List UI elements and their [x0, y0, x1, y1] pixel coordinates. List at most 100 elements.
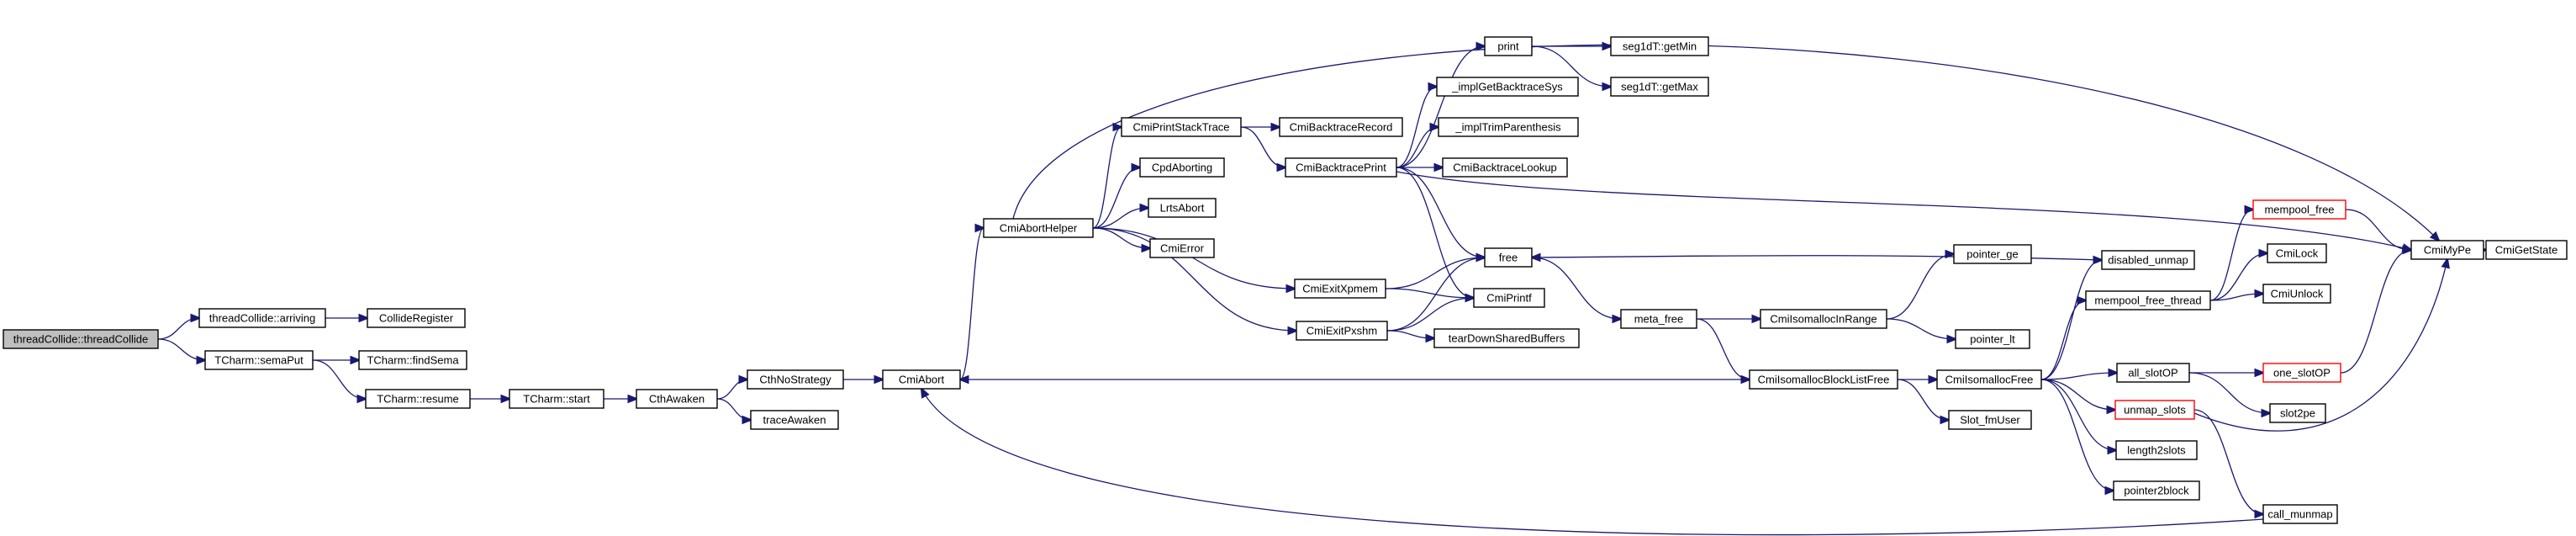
node-box [204, 350, 314, 370]
edge-threadCollide-to-arriving [157, 318, 199, 340]
node-Slot_fmUser[interactable]: Slot_fmUser [1948, 410, 2032, 430]
node-label: free [1499, 252, 1518, 264]
node-box [2262, 504, 2338, 524]
edge-CmiIsomallocFree-to-mempool_free_thread [2040, 300, 2086, 380]
edge-CmiIsomallocFree-to-all_slotOP [2040, 373, 2117, 380]
node-box [2101, 250, 2195, 270]
edge-CmiExitXpmem-to-CmiPrintf [1385, 288, 1474, 298]
node-CmiIsomallocBlockListFree[interactable]: CmiIsomallocBlockListFree [1749, 369, 1898, 390]
node-free[interactable]: free [1484, 247, 1533, 268]
node-CmiAbortHelper[interactable]: CmiAbortHelper [983, 218, 1094, 238]
node-CmiBacktracePrint[interactable]: CmiBacktracePrint [1285, 157, 1397, 178]
node-box [1610, 77, 1709, 97]
edge-CmiAbort-to-CmiAbortHelper [959, 228, 984, 380]
edge-CmiExitPxshm-to-CmiPrintf [1386, 298, 1474, 332]
edge-CmiBacktracePrint-to-print [1396, 46, 1485, 168]
node-CmiPrintStackTrace[interactable]: CmiPrintStackTrace [1121, 117, 1242, 137]
node-box [1955, 329, 2030, 349]
node-label: tearDownSharedBuffers [1449, 332, 1565, 345]
node-mempool_free[interactable]: mempool_free [2252, 199, 2346, 220]
node-LrtsAbort[interactable]: LrtsAbort [1148, 198, 1217, 218]
node-pointer_lt[interactable]: pointer_lt [1955, 329, 2030, 349]
node-CmiError[interactable]: CmiError [1149, 238, 1215, 258]
edge-CmiAbortHelper-to-LrtsAbort [1092, 208, 1148, 229]
node-box [2085, 290, 2211, 310]
node-pointer_ge[interactable]: pointer_ge [1953, 244, 2032, 264]
node-threadCollide[interactable]: threadCollide::threadCollide [3, 329, 159, 349]
node-box [2113, 480, 2200, 501]
edge-CmiIsomallocInRange-to-pointer_lt [1886, 318, 1956, 339]
node-CmiMyPe[interactable]: CmiMyPe [2410, 240, 2484, 260]
node-box [747, 369, 844, 390]
node-one_slotOP[interactable]: one_slotOP [2262, 363, 2341, 383]
node-getMax[interactable]: seg1dT::getMax [1610, 77, 1709, 97]
node-unmap_slots[interactable]: unmap_slots [2114, 400, 2195, 420]
node-pointer2block[interactable]: pointer2block [2113, 480, 2200, 501]
node-box [1279, 117, 1403, 137]
node-start[interactable]: TCharm::start [509, 389, 604, 409]
node-CthNoStrategy[interactable]: CthNoStrategy [747, 369, 844, 390]
edge-one_slotOP-to-CmiMyPe [2340, 250, 2411, 374]
node-CthAwaken[interactable]: CthAwaken [636, 389, 718, 409]
node-CmiUnlock[interactable]: CmiUnlock [2262, 284, 2331, 304]
node-meta_free[interactable]: meta_free [1620, 309, 1697, 329]
node-CollideRegister[interactable]: CollideRegister [367, 308, 466, 328]
node-slot2pe[interactable]: slot2pe [2269, 403, 2326, 423]
node-findSema[interactable]: TCharm::findSema [358, 350, 467, 370]
node-box [3, 329, 159, 349]
node-tearDownSharedBuffers[interactable]: tearDownSharedBuffers [1433, 328, 1580, 348]
node-implTrimParenthesis[interactable]: _implTrimParenthesis [1438, 117, 1579, 137]
node-box [365, 389, 471, 409]
node-arriving[interactable]: threadCollide::arriving [198, 308, 326, 328]
edge-semaPut-to-resume [312, 359, 366, 399]
node-semaPut[interactable]: TCharm::semaPut [204, 350, 314, 370]
node-traceAwaken[interactable]: traceAwaken [750, 410, 839, 430]
node-label: mempool_free_thread [2094, 295, 2201, 307]
node-box [1620, 309, 1697, 329]
node-label: Slot_fmUser [1960, 414, 2020, 427]
edge-mempool_free-to-CmiMyPe [2345, 209, 2411, 250]
node-box [1121, 117, 1242, 137]
edge-mempool_free_thread-to-CmiUnlock [2209, 294, 2263, 301]
edge-CmiAbortHelper-to-CmiMyPe [1012, 44, 2439, 241]
node-CmiIsomallocInRange[interactable]: CmiIsomallocInRange [1760, 309, 1887, 329]
node-CmiIsomallocFree[interactable]: CmiIsomallocFree [1936, 369, 2042, 390]
node-resume[interactable]: TCharm::resume [365, 389, 471, 409]
node-box [1442, 157, 1568, 178]
node-print[interactable]: print [1484, 36, 1533, 56]
node-getMin[interactable]: seg1dT::getMin [1610, 36, 1709, 56]
node-box [2116, 363, 2190, 383]
node-CmiLock[interactable]: CmiLock [2267, 243, 2327, 263]
node-box [1749, 369, 1898, 390]
node-label: length2slots [2127, 444, 2186, 457]
node-CmiBacktraceRecord[interactable]: CmiBacktraceRecord [1279, 117, 1403, 137]
node-disabled_unmap[interactable]: disabled_unmap [2101, 250, 2195, 270]
node-CmiPrintf[interactable]: CmiPrintf [1473, 288, 1545, 308]
node-CmiAbort[interactable]: CmiAbort [882, 369, 961, 390]
node-CmiExitXpmem[interactable]: CmiExitXpmem [1294, 279, 1386, 299]
node-all_slotOP[interactable]: all_slotOP [2116, 363, 2190, 383]
edge-CthAwaken-to-CthNoStrategy [716, 379, 747, 400]
node-mempool_free_thread[interactable]: mempool_free_thread [2085, 290, 2211, 310]
node-call_munmap[interactable]: call_munmap [2262, 504, 2338, 524]
node-implGetBacktraceSys[interactable]: _implGetBacktraceSys [1436, 77, 1579, 97]
node-box [1285, 157, 1397, 178]
edge-meta_free-to-CmiIsomallocBlockListFree [1696, 318, 1750, 379]
node-CmiExitPxshm[interactable]: CmiExitPxshm [1296, 321, 1388, 341]
node-label: CmiLock [2276, 247, 2319, 260]
node-CmiGetState[interactable]: CmiGetState [2485, 240, 2568, 260]
node-box [1296, 321, 1388, 341]
edge-CmiIsomallocFree-to-length2slots [2040, 379, 2116, 450]
node-box [358, 350, 467, 370]
edge-all_slotOP-to-slot2pe [2188, 372, 2270, 413]
node-box [2262, 363, 2341, 383]
node-length2slots[interactable]: length2slots [2115, 440, 2198, 460]
edge-free-to-meta_free [1531, 257, 1621, 319]
node-CmiBacktraceLookup[interactable]: CmiBacktraceLookup [1442, 157, 1568, 178]
node-box [1953, 244, 2032, 264]
node-box [1484, 247, 1533, 268]
node-box [2410, 240, 2484, 260]
node-label: unmap_slots [2124, 404, 2186, 417]
node-CpdAborting[interactable]: CpdAborting [1139, 157, 1225, 178]
node-label: TCharm::resume [377, 393, 459, 406]
